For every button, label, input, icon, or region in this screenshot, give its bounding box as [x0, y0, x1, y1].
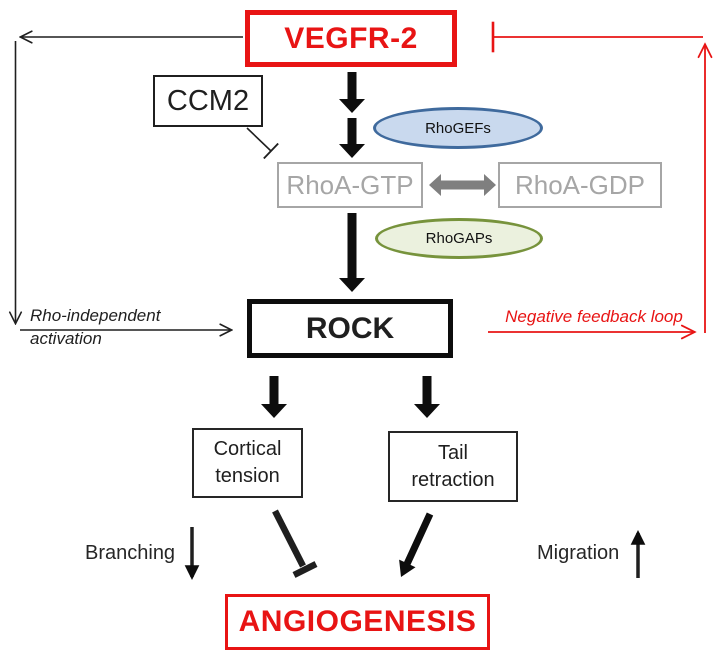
node-rhoa-gtp: RhoA-GTP — [277, 162, 423, 208]
node-rhoa-gdp: RhoA-GDP — [498, 162, 662, 208]
vegfr2-to-rhoa-arrow-2 — [339, 118, 365, 158]
tail-to-angiogenesis-arrow — [399, 512, 434, 577]
cortical-inhibit-tbar — [292, 561, 318, 578]
rhoa-to-rock-arrow — [339, 213, 365, 292]
rho-independent-line2: activation — [30, 329, 102, 348]
node-rock: ROCK — [247, 299, 453, 358]
negative-feedback-label: Negative feedback loop — [505, 307, 683, 326]
ccm2-inhibit-line — [246, 127, 279, 160]
rock-to-tail-arrow — [414, 376, 440, 418]
rho-independent-line1: Rho-independent — [30, 306, 161, 325]
node-vegfr2: VEGFR-2 — [245, 10, 457, 67]
node-rhogefs: RhoGEFs — [373, 107, 543, 149]
node-tail-retraction: Tail retraction — [388, 431, 518, 502]
migration-label: Migration — [537, 542, 620, 564]
node-angiogenesis: ANGIOGENESIS — [225, 594, 490, 650]
rock-to-cortical-arrow — [261, 376, 287, 418]
cortical-inhibit-angiogenesis-line — [272, 509, 306, 568]
node-cortical-tension: Cortical tension — [192, 428, 303, 498]
rho-independent-activation-label: Rho-independent activation — [30, 304, 160, 350]
rhoa-exchange-double-arrow — [429, 174, 496, 196]
node-ccm2: CCM2 — [153, 75, 263, 127]
node-rhogaps: RhoGAPs — [375, 218, 543, 259]
vegfr2-to-rhoa-arrow-1 — [339, 72, 365, 113]
branching-label: Branching — [85, 542, 176, 564]
